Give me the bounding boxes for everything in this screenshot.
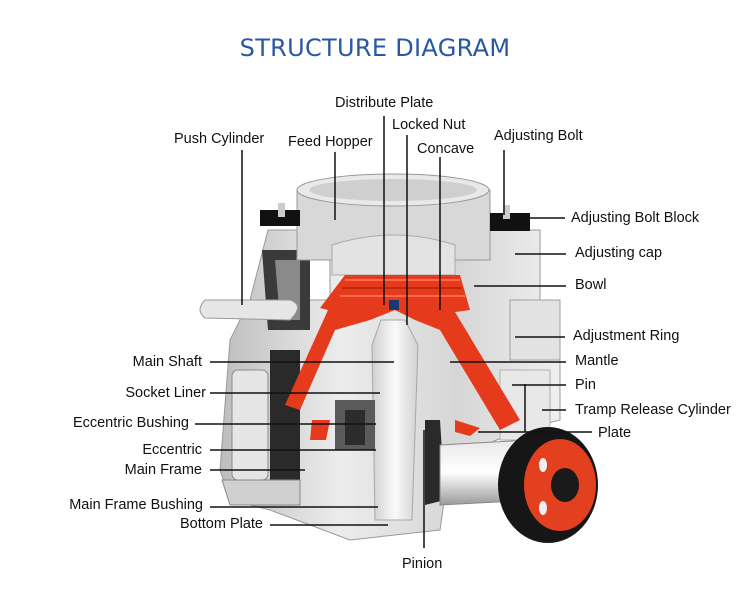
label-bowl: Bowl [575,277,607,293]
label-adjusting-bolt-block: Adjusting Bolt Block [571,210,700,226]
concave-mantle [285,275,520,440]
label-main-frame-bushing: Main Frame Bushing [69,497,203,513]
label-adjusting-cap: Adjusting cap [575,245,663,261]
label-eccentric-bushing: Eccentric Bushing [72,415,189,431]
push-cylinder-arm [199,299,298,321]
label-push-cylinder: Push Cylinder [174,131,265,147]
locked-nut-shape [389,300,399,310]
label-mantle: Mantle [575,353,619,369]
label-adjusting-bolt: Adjusting Bolt [494,128,583,144]
adjusting-bolt-block-right [490,213,530,231]
label-eccentric: Eccentric [142,442,202,458]
diagram-title: STRUCTURE DIAGRAM [239,34,511,62]
label-bottom-plate: Bottom Plate [179,516,263,532]
feed-hopper-shape [296,173,491,276]
label-tramp-release-cylinder: Tramp Release Cylinder [575,402,731,418]
pulley-wheel [498,427,598,543]
label-plate: Plate [598,425,632,441]
label-pin: Pin [575,377,596,393]
label-main-shaft: Main Shaft [132,354,202,370]
label-locked-nut: Locked Nut [392,117,466,133]
label-socket-liner: Socket Liner [125,385,206,401]
label-adjustment-ring: Adjustment Ring [573,328,680,344]
label-concave: Concave [417,141,475,157]
label-main-frame: Main Frame [124,462,202,478]
label-distribute-plate: Distribute Plate [335,95,434,111]
main-shaft-shape [371,319,419,521]
adjusting-bolt-block-left [260,210,300,226]
label-pinion: Pinion [402,556,443,572]
label-feed-hopper: Feed Hopper [288,134,373,150]
leader-lines [195,116,592,548]
